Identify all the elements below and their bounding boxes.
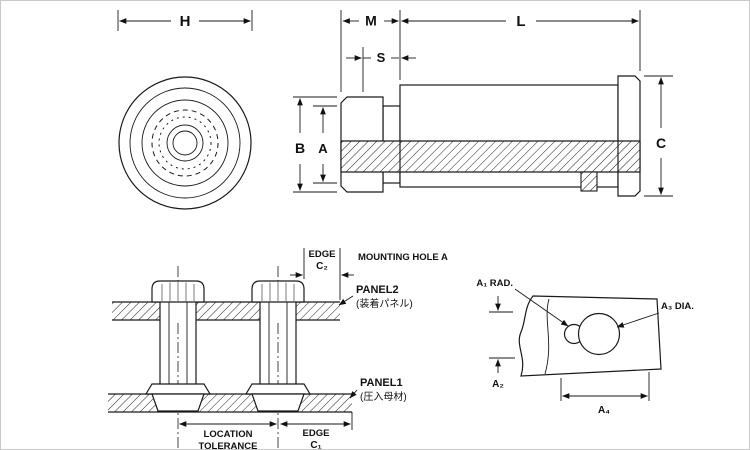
edge-c1-label: EDGE [303,428,330,439]
a1-rad-label: A₁ RAD. [476,278,513,289]
dim-label-s: S [377,50,386,65]
panel1-jp-label: (圧入母材) [360,390,407,403]
section-hatch-band [341,141,640,172]
spacer-body-left [159,302,197,384]
panel1-callout: PANEL1 (圧入母材) [349,377,407,403]
front-view [118,76,252,210]
leader-line [338,295,354,306]
spacer-body-right [259,302,297,384]
leader-line [349,389,358,399]
dim-label-b: B [295,140,305,156]
fastener-flange [617,75,641,197]
dim-label-h: H [180,13,191,30]
panel1-hatch [108,394,352,412]
panel2-label: PANEL2 [356,284,399,296]
knurl-circle-outer [151,109,219,177]
dim-edge-c1: EDGE C₁ [280,412,353,450]
panel2-hatch [112,302,340,320]
panel2-callout: PANEL2 (装着パネル) [338,284,413,310]
dim-b-a: B A [293,96,337,193]
leader-line [514,288,569,327]
clinch-embed-left [151,393,205,412]
clinch-flange-left [144,383,212,395]
dim-label-a: A [318,141,328,156]
dim-label-m: M [365,13,377,29]
panel2-hole-right [260,301,296,321]
dim-m-l: M L [340,10,641,92]
dim-c: C [644,75,673,197]
screw-head-right-shading [261,282,295,301]
location-label: LOCATION [204,429,253,440]
dim-label-l: L [516,13,525,30]
tolerance-label: TOLERANCE [199,441,258,450]
clinch-flange-right [244,383,312,395]
outer-flange-circle [118,76,252,210]
edge-c1-value: C₁ [310,440,321,450]
edge-c2-value: C₂ [316,261,328,272]
dim-location-tolerance: LOCATION TOLERANCE [179,421,277,450]
hole-detail-view: A₁ RAD. A₃ DIA. A₂ A₄ [476,278,694,416]
mounting-hole-label: MOUNTING HOLE A [358,252,448,263]
screw-head-left-shading [161,282,195,301]
dim-edge-c2: EDGE C₂ [290,248,354,300]
break-line [544,298,550,375]
bore-circle [166,124,204,162]
inner-hole-circle [172,130,198,156]
assembly-view [108,266,352,450]
dim-label-c: C [656,135,666,151]
a2-label: A₂ [492,379,504,390]
dim-a2: A₂ [489,296,515,390]
a4-label: A₄ [598,405,610,416]
panel1-label: PANEL1 [360,377,403,389]
clinch-embed-right [251,393,305,412]
panel2-jp-label: (装着パネル) [356,297,413,310]
a3-dia-label: A₃ DIA. [661,301,694,312]
retaining-tab [580,171,598,192]
panel2-hole-left [160,301,196,321]
flange-step-circle [129,87,241,199]
mounting-hole-circle [577,312,621,356]
knurl-circle-inner [158,116,212,170]
side-view [340,75,641,197]
edge-c2-label: EDGE [309,249,336,260]
leader-line [616,312,660,328]
dim-a4: A₄ [560,372,650,416]
dim-s: S [346,47,416,92]
dim-h: H [117,10,253,31]
body-circle [141,99,229,187]
